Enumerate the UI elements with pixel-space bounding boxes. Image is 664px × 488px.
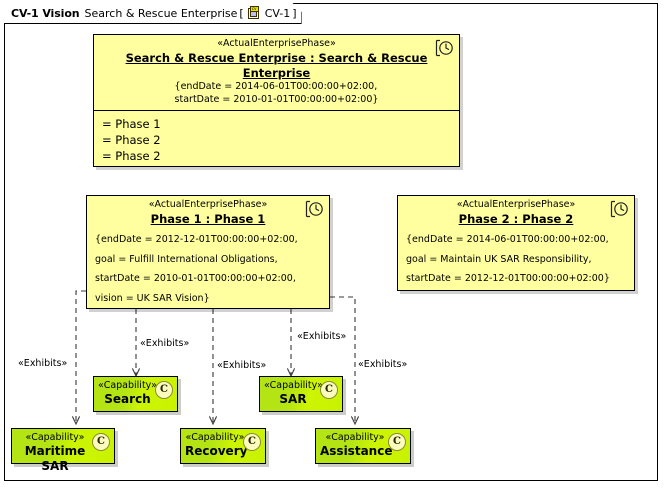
capability-name: Maritime SAR xyxy=(24,444,86,473)
diagram-frame-header: CV-1 Vision Search & Rescue Enterprise [… xyxy=(4,3,302,24)
class-badge-icon: C xyxy=(320,381,338,399)
slot-item: = Phase 1 xyxy=(102,117,161,131)
clock-icon xyxy=(610,200,629,218)
node-name: Search & Rescue Enterprise : Search & Re… xyxy=(125,51,428,80)
edge-label-exhibits-sar: «Exhibits» xyxy=(297,331,347,342)
node-phase-2[interactable]: «ActualEnterprisePhase» Phase 2 : Phase … xyxy=(397,195,635,291)
slot-item: = Phase 2 xyxy=(102,149,161,163)
node-capability-recovery[interactable]: «Capability» Recovery C xyxy=(180,428,266,464)
node-properties: {endDate = 2014-06-01T00:00:00+02:00, go… xyxy=(406,234,610,284)
node-stereotype: «ActualEnterprisePhase» xyxy=(456,199,576,210)
node-capability-search[interactable]: «Capability» Search C xyxy=(93,376,178,412)
node-capability-assistance[interactable]: «Capability» Assistance C xyxy=(315,428,411,464)
class-badge-icon: C xyxy=(388,433,406,451)
node-header: «ActualEnterprisePhase» Phase 1 : Phase … xyxy=(87,196,329,309)
capability-name: Recovery xyxy=(185,444,248,458)
node-header: «ActualEnterprisePhase» Phase 2 : Phase … xyxy=(398,196,634,290)
capability-name: Search xyxy=(104,392,151,406)
node-stereotype: «ActualEnterprisePhase» xyxy=(217,38,336,49)
class-badge-icon: C xyxy=(243,433,261,451)
bracket-close: ] xyxy=(292,6,297,20)
node-header: «ActualEnterprisePhase» Search & Rescue … xyxy=(94,35,459,110)
capability-name: Assistance xyxy=(320,444,393,458)
node-properties: {endDate = 2012-12-01T00:00:00+02:00, go… xyxy=(95,234,298,304)
diagram-kind-label: CV-1 Vision xyxy=(11,6,80,20)
node-phase-1[interactable]: «ActualEnterprisePhase» Phase 1 : Phase … xyxy=(86,195,330,309)
slot-item: = Phase 2 xyxy=(102,133,161,147)
node-name: Phase 2 : Phase 2 xyxy=(458,212,574,226)
node-capability-sar[interactable]: «Capability» SAR C xyxy=(259,376,343,412)
diagram-name-label: Search & Rescue Enterprise xyxy=(84,6,238,20)
edge-label-exhibits-assistance: «Exhibits» xyxy=(358,359,408,370)
capability-stereotype: «Capability» xyxy=(185,432,245,443)
bracket-open: [ xyxy=(239,6,244,20)
node-slot-compartment: = Phase 1 = Phase 2 = Phase 2 xyxy=(94,110,459,170)
node-capability-maritime-sar[interactable]: «Capability» Maritime SAR C xyxy=(11,428,115,473)
edge-label-exhibits-maritime-sar: «Exhibits» xyxy=(18,358,68,369)
node-stereotype: «ActualEnterprisePhase» xyxy=(148,199,268,210)
cv1-diagram-icon: cv xyxy=(247,6,260,20)
clock-icon xyxy=(305,200,324,218)
node-properties: {endDate = 2014-06-01T00:00:00+02:00, st… xyxy=(174,81,379,105)
class-badge-icon: C xyxy=(155,381,173,399)
capability-stereotype: «Capability» xyxy=(264,380,323,391)
capability-stereotype: «Capability» xyxy=(25,432,85,443)
clock-icon xyxy=(435,39,454,57)
capability-stereotype: «Capability» xyxy=(98,380,157,391)
capability-stereotype: «Capability» xyxy=(325,432,385,443)
edge-label-exhibits-search: «Exhibits» xyxy=(140,338,190,349)
edge-label-exhibits-recovery: «Exhibits» xyxy=(217,360,267,371)
node-name: Phase 1 : Phase 1 xyxy=(150,212,266,226)
class-badge-icon: C xyxy=(92,433,110,451)
capability-name: SAR xyxy=(279,392,307,406)
node-search-rescue-enterprise[interactable]: «ActualEnterprisePhase» Search & Rescue … xyxy=(93,34,460,167)
diagram-id-label: CV-1 xyxy=(264,6,291,20)
